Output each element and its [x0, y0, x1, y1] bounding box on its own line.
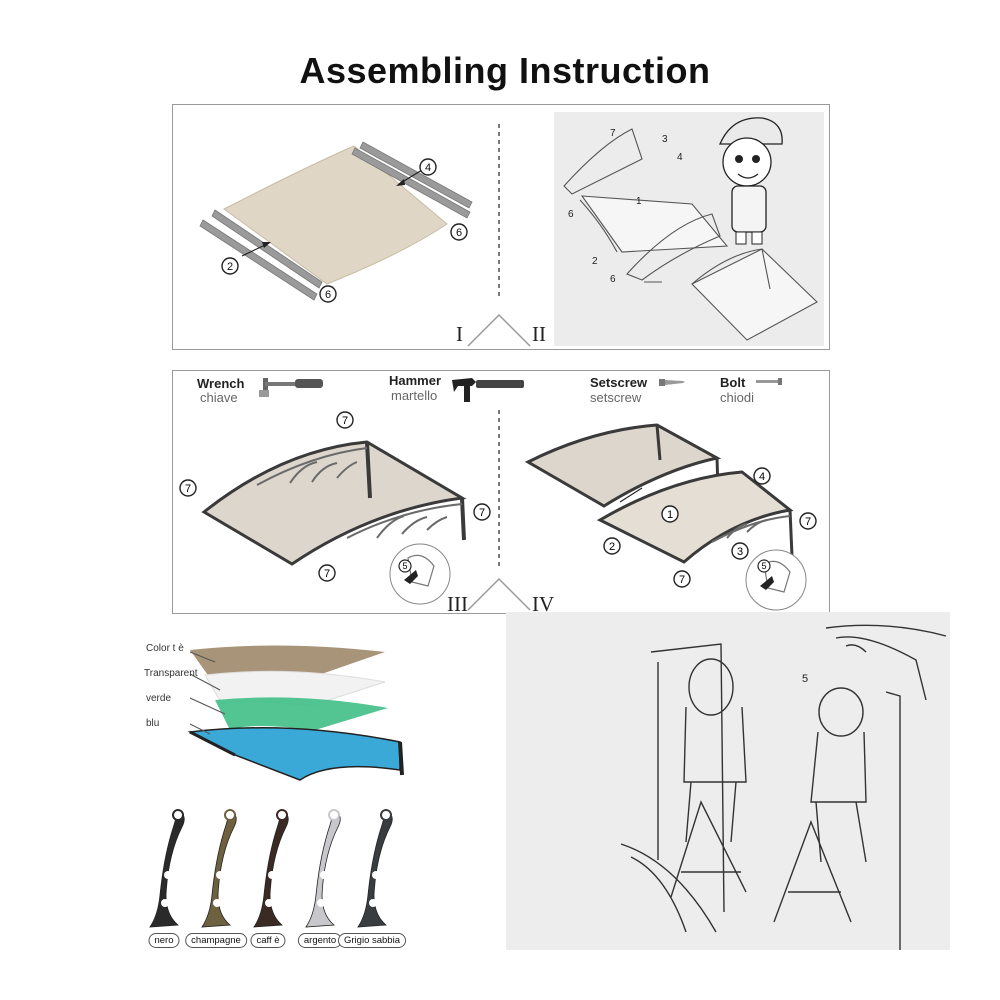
bracket-color-label: argento	[297, 933, 343, 948]
step-4-callout: 1	[667, 509, 673, 521]
tool-bolt-sub: chiodi	[720, 390, 754, 405]
sheet-color-label: Transparent	[144, 668, 198, 679]
step-2-callout: 6	[610, 274, 616, 285]
bracket-color-label: caff è	[250, 933, 286, 948]
tool-setscrew-sub: setscrew	[590, 390, 642, 405]
tool-setscrew-name: Setscrew	[590, 375, 648, 390]
step-4-callout: 5	[761, 561, 766, 571]
tool-wrench-name: Wrench	[197, 376, 245, 391]
sheet-color-label: blu	[146, 718, 160, 729]
sheet-colors-illustration	[187, 645, 404, 781]
step-4-callout: 3	[737, 546, 743, 558]
bracket-color-item: Grigio sabbia	[338, 805, 406, 955]
sheet-color-label: verde	[146, 693, 172, 704]
steps-3-4-panel	[172, 370, 830, 614]
step-1-2-illustration: 7 3 4 6 1 2 6	[199, 117, 818, 347]
tool-hammer-sub: martello	[391, 388, 438, 403]
step-1-callout: 4	[425, 162, 431, 174]
tool-wrench-sub: chiave	[200, 390, 238, 405]
worker-mascot-icon	[719, 117, 783, 245]
steps-1-2-panel	[172, 104, 830, 350]
step-2-callout: 2	[592, 256, 598, 267]
step-label-1: I	[456, 322, 463, 346]
bracket-icon	[201, 809, 237, 928]
bracket-icon	[357, 809, 393, 928]
step-4-callout: 7	[805, 516, 811, 528]
step-3-4-illustration: 7 7 7 7 5 4 1 7 2 3 7 5	[179, 410, 817, 611]
step-3-callout: 7	[479, 507, 485, 519]
step-1-callouts: 4 6 2 6	[221, 158, 468, 303]
step-3-callout: 7	[185, 483, 191, 495]
bracket-color-label: nero	[148, 933, 180, 948]
step-1-callout: 6	[325, 289, 331, 301]
wrench-icon	[259, 378, 323, 397]
bracket-color-label: Grigio sabbia	[338, 933, 406, 948]
step-label-2: II	[532, 322, 546, 346]
step-label-3: III	[447, 592, 468, 616]
step-4-callout: 4	[759, 471, 765, 483]
bracket-color-label: champagne	[185, 933, 247, 948]
step-2-callout: 6	[568, 209, 574, 220]
install-callout: 5	[802, 673, 808, 685]
bracket-color-item: nero	[138, 805, 190, 955]
step-3-callout: 7	[342, 415, 348, 427]
bracket-color-item: argento	[294, 805, 346, 955]
bolt-icon	[756, 378, 782, 385]
step-2-callout: 3	[662, 134, 668, 145]
step-4-callout: 7	[679, 574, 685, 586]
step-3-callout: 5	[402, 561, 407, 571]
step-2-callout: 1	[636, 196, 642, 207]
step-1-callout: 2	[227, 261, 233, 273]
step-2-callout: 7	[610, 128, 616, 139]
step-label-4: IV	[532, 592, 555, 616]
hammer-icon	[452, 378, 524, 402]
bracket-icon	[305, 809, 341, 928]
bracket-color-item: caff è	[242, 805, 294, 955]
sheet-color-label: Color t è	[146, 643, 184, 654]
bracket-icon	[149, 809, 185, 928]
tool-bolt-name: Bolt	[720, 375, 746, 390]
step-4-callout: 2	[609, 541, 615, 553]
tool-hammer-name: Hammer	[389, 373, 442, 388]
bracket-color-item: champagne	[185, 805, 247, 955]
step-2-callout: 4	[677, 152, 683, 163]
step-1-callout: 6	[456, 227, 462, 239]
installation-scene-illustration: 5	[620, 624, 947, 950]
setscrew-icon	[659, 379, 685, 386]
page-title: Assembling Instruction	[299, 50, 711, 91]
step-3-callout: 7	[324, 568, 330, 580]
bracket-icon	[253, 809, 289, 928]
